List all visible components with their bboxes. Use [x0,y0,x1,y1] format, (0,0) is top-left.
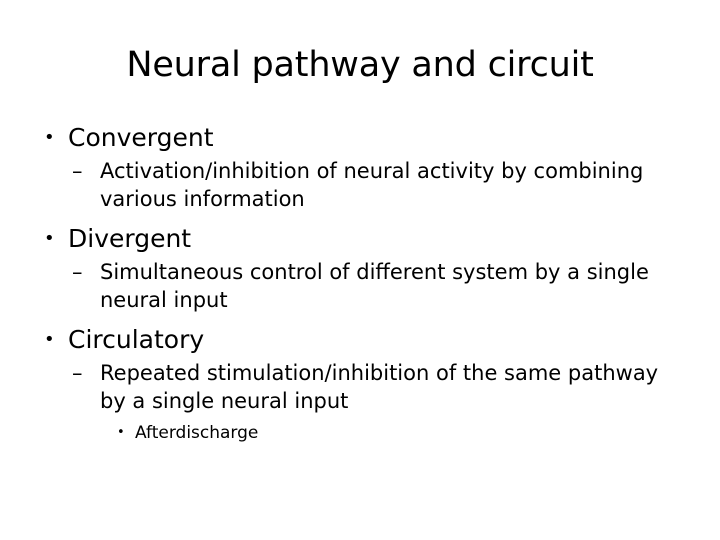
bullet-dot-icon: • [117,425,125,440]
bullet-level1-convergent[interactable]: • Convergent [44,122,686,154]
bullet-dot-icon: • [44,329,55,350]
bullet-dash-icon: – [72,159,83,183]
bullet-level2-label: Simultaneous control of different system… [100,260,649,312]
slide-body: • Convergent – Activation/inhibition of … [36,122,686,445]
bullet-level1-divergent[interactable]: • Divergent [44,223,686,255]
bullet-level1-label: Divergent [68,224,192,253]
bullet-dash-icon: – [72,260,83,284]
bullet-level3-label: Afterdischarge [135,423,259,443]
bullet-group-circulatory: • Circulatory – Repeated stimulation/inh… [36,324,686,445]
slide-title: Neural pathway and circuit [126,45,594,85]
bullet-level2-label: Activation/inhibition of neural activity… [100,159,644,211]
bullet-level2-circulatory[interactable]: – Repeated stimulation/inhibition of the… [72,359,686,415]
bullet-group-divergent: • Divergent – Simultaneous control of di… [36,223,686,314]
bullet-dot-icon: • [44,127,55,148]
bullet-level2-label: Repeated stimulation/inhibition of the s… [100,361,659,413]
bullet-dot-icon: • [44,228,55,249]
bullet-group-convergent: • Convergent – Activation/inhibition of … [36,122,686,213]
bullet-level2-divergent[interactable]: – Simultaneous control of different syst… [72,258,686,314]
bullet-level1-label: Convergent [68,123,214,152]
bullet-level1-circulatory[interactable]: • Circulatory [44,324,686,356]
bullet-level3-afterdischarge[interactable]: • Afterdischarge [117,421,686,445]
bullet-dash-icon: – [72,361,83,385]
bullet-level1-label: Circulatory [68,325,205,354]
bullet-level2-convergent[interactable]: – Activation/inhibition of neural activi… [72,157,686,213]
